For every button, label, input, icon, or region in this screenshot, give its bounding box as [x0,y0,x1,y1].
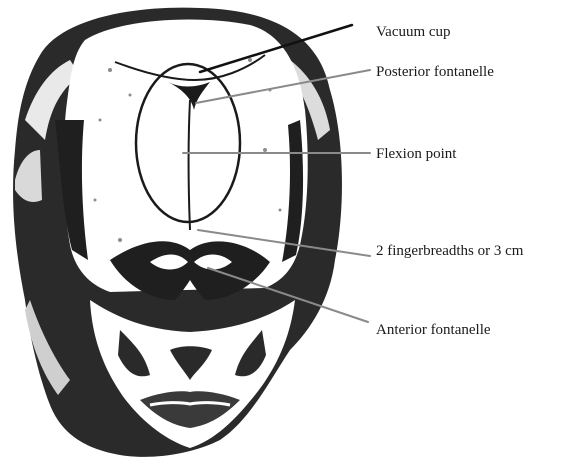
label-flexion-point: Flexion point [376,145,456,163]
label-fingerbreadths: 2 fingerbreadths or 3 cm [376,242,523,260]
label-posterior-fontanelle: Posterior fontanelle [376,63,494,81]
label-vacuum-cup: Vacuum cup [376,23,451,41]
label-anterior-fontanelle: Anterior fontanelle [376,321,491,339]
